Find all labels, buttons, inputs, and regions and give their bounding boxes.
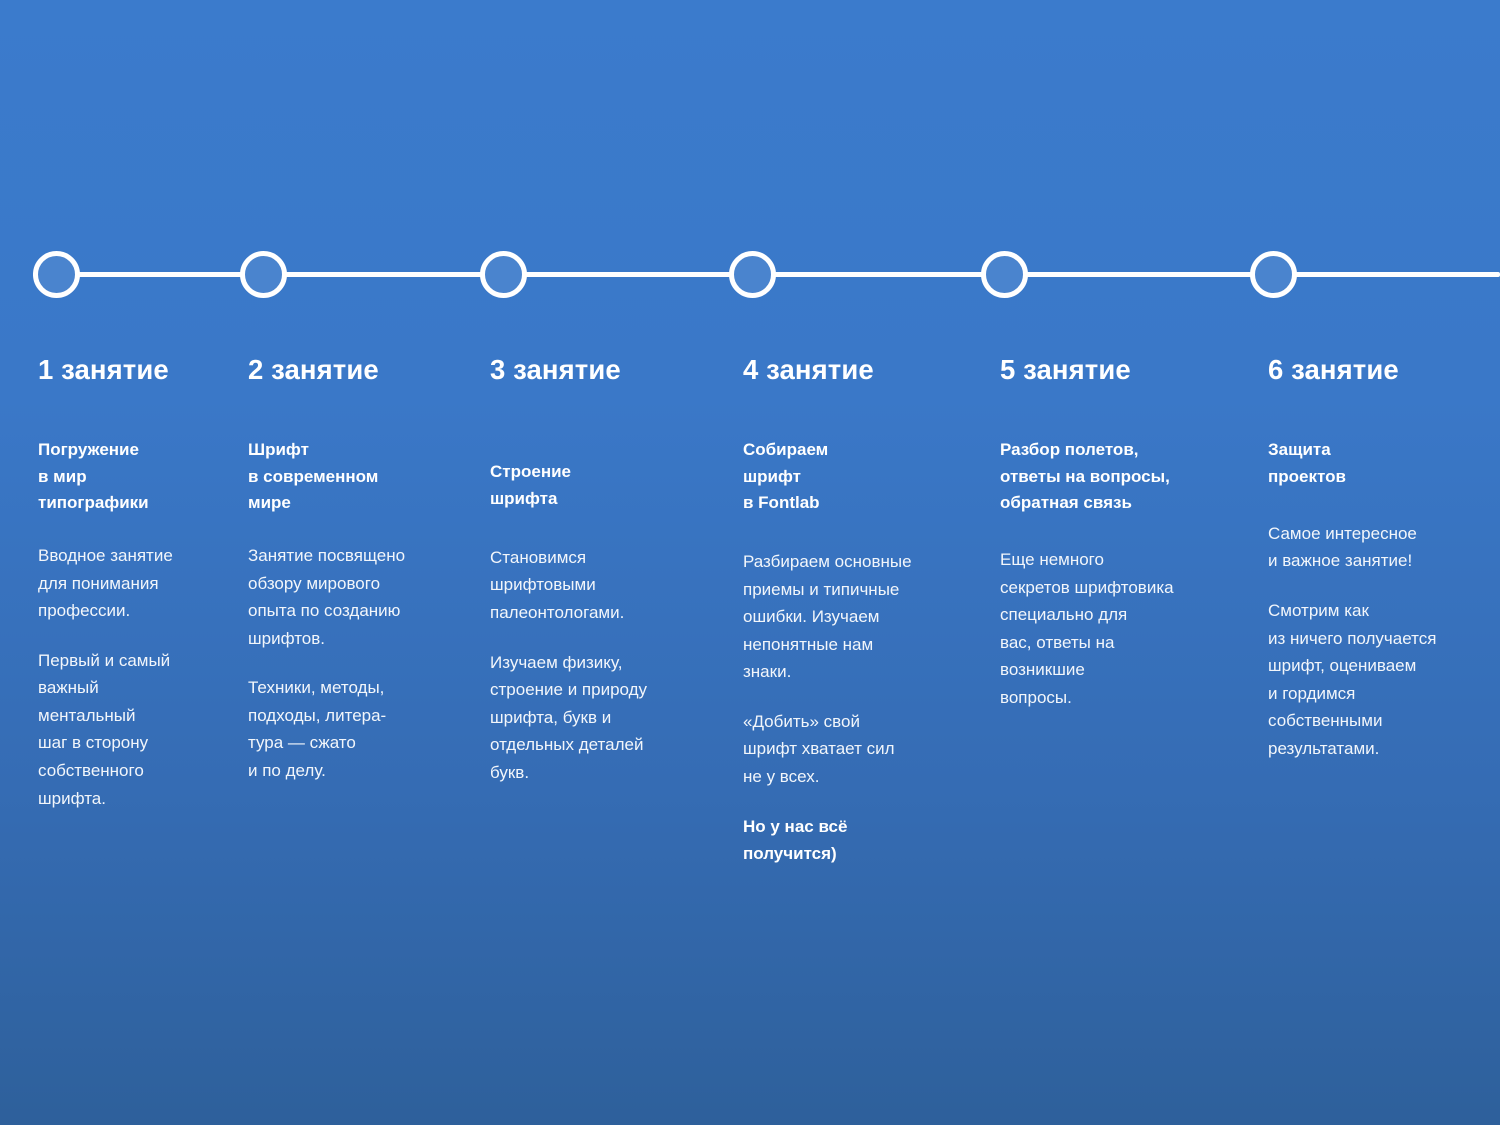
lesson-highlight-4: Но у нас всё получится): [743, 816, 848, 864]
spacer: [1268, 385, 1493, 437]
lesson-title-3: 3 занятие: [490, 354, 621, 385]
lesson-title-2: 2 занятие: [248, 354, 379, 385]
lesson-paragraph-4-2: «Добить» свой шрифт хватает сил не у все…: [743, 711, 895, 786]
spacer: [743, 385, 973, 437]
spacer: [1000, 516, 1250, 546]
lesson-paragraph-5-1: Еще немного секретов шрифтовика специаль…: [1000, 550, 1174, 707]
spacer: [38, 516, 238, 542]
spacer: [38, 385, 238, 437]
spacer: [743, 516, 973, 548]
lesson-title-4: 4 занятие: [743, 354, 874, 385]
lesson-paragraph-1-2: Первый и самый важный ментальный шаг в с…: [38, 650, 171, 808]
spacer: [743, 686, 973, 708]
spacer: [248, 516, 478, 542]
lesson-title-6: 6 занятие: [1268, 354, 1399, 385]
lesson-paragraph-1-1: Вводное занятие для понимания профессии.: [38, 546, 173, 621]
lesson-paragraph-4-1: Разбираем основные приемы и типичные оши…: [743, 552, 912, 682]
lesson-subtitle-4: Собираем шрифт в Fontlab: [743, 440, 829, 512]
lesson-subtitle-6: Защита проектов: [1268, 440, 1346, 486]
lesson-subtitle-1: Погружение в мир типографики: [38, 440, 149, 512]
lesson-column-4: 4 занятие Собираем шрифт в Fontlab Разби…: [743, 354, 973, 868]
spacer: [1268, 490, 1493, 520]
lesson-paragraph-3-1: Становимся шрифтовыми палеонтологами.: [490, 547, 625, 622]
lesson-subtitle-5: Разбор полетов, ответы на вопросы, обрат…: [1000, 440, 1170, 512]
lesson-title-1: 1 занятие: [38, 354, 169, 385]
lesson-subtitle-2: Шрифт в современном мире: [248, 440, 379, 512]
spacer: [1000, 385, 1250, 437]
lesson-column-5: 5 занятие Разбор полетов, ответы на вопр…: [1000, 354, 1250, 711]
spacer: [490, 385, 715, 459]
lesson-title-5: 5 занятие: [1000, 354, 1131, 385]
lesson-column-2: 2 занятие Шрифт в современном мире Занят…: [248, 354, 478, 785]
spacer: [490, 512, 715, 544]
spacer: [490, 627, 715, 649]
spacer: [743, 791, 973, 813]
lesson-paragraph-3-2: Изучаем физику, строение и природу шрифт…: [490, 652, 648, 782]
lesson-paragraph-2-1: Занятие посвящено обзору мирового опыта …: [248, 546, 406, 648]
lesson-column-1: 1 занятие Погружение в мир типографики В…: [38, 354, 238, 812]
lesson-subtitle-3: Строение шрифта: [490, 462, 571, 508]
spacer: [248, 652, 478, 674]
spacer: [248, 385, 478, 437]
lesson-paragraph-6-2: Смотрим как из ничего получается шрифт, …: [1268, 601, 1437, 758]
lesson-column-3: 3 занятие Строение шрифта Становимся шри…: [490, 354, 715, 786]
spacer: [1268, 575, 1493, 597]
lesson-column-6: 6 занятие Защита проектов Самое интересн…: [1268, 354, 1493, 762]
lesson-paragraph-2-2: Техники, методы, подходы, литера- тура —…: [248, 678, 387, 780]
lesson-paragraph-6-1: Самое интересное и важное занятие!: [1268, 523, 1417, 571]
spacer: [38, 625, 238, 647]
